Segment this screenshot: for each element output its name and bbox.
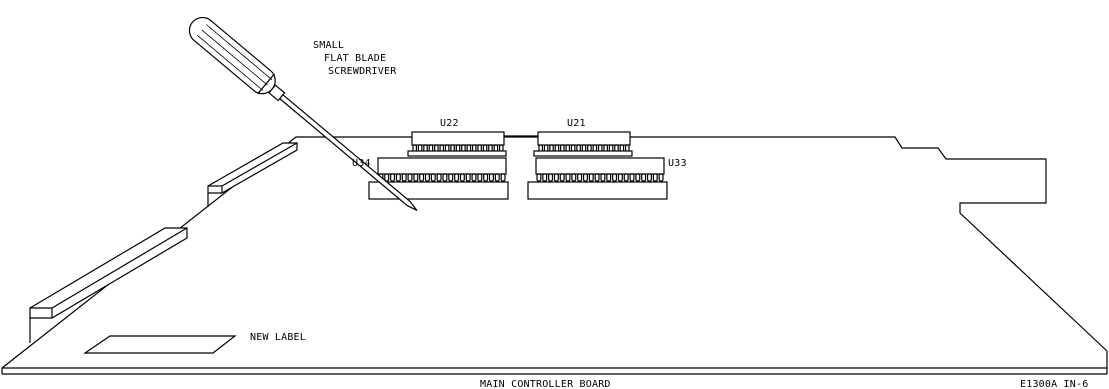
- chip-label-u22: U22: [440, 118, 459, 129]
- chip-pin: [612, 173, 618, 182]
- socket-u33: [527, 157, 668, 200]
- new-label-text: NEW LABEL: [250, 332, 306, 343]
- chip-pin: [553, 173, 559, 182]
- chip-label-u21: U21: [567, 118, 586, 129]
- chip-pin: [577, 173, 583, 182]
- chip-pin: [600, 173, 606, 182]
- chip-pin: [448, 173, 454, 182]
- chip-pin: [594, 173, 600, 182]
- chip-pin: [629, 173, 635, 182]
- chip-pin: [652, 173, 658, 182]
- connector-small: [207, 142, 298, 207]
- chip-pin: [536, 173, 542, 182]
- chip-pin: [635, 173, 641, 182]
- chip-pin: [465, 173, 471, 182]
- chip-pin: [459, 173, 465, 182]
- chip-u22: [407, 131, 507, 157]
- socket-u34: [368, 157, 509, 200]
- chip-pin: [477, 173, 483, 182]
- board-caption: MAIN CONTROLLER BOARD: [480, 379, 611, 389]
- tool-label-line3: SCREWDRIVER: [328, 66, 397, 77]
- chip-pin: [390, 173, 396, 182]
- chip-pin: [606, 173, 612, 182]
- chip-pin: [430, 173, 436, 182]
- chip-pin: [582, 173, 588, 182]
- chip-pin: [641, 173, 647, 182]
- chip-pin: [542, 173, 548, 182]
- chip-pin: [571, 173, 577, 182]
- chip-pin: [384, 173, 390, 182]
- chip-pin: [565, 173, 571, 182]
- chip-u21: [533, 131, 633, 157]
- chip-pin: [500, 173, 506, 182]
- chip-pin: [658, 173, 664, 182]
- main-controller-board: [1, 136, 1108, 375]
- connector-large: [29, 227, 188, 343]
- chip-pin: [413, 173, 419, 182]
- chip-pin: [442, 173, 448, 182]
- tool-label-line2: FLAT BLADE: [324, 53, 386, 64]
- chip-pin: [494, 173, 500, 182]
- chip-pin: [623, 173, 629, 182]
- chip-pin: [401, 173, 407, 182]
- chip-pin: [483, 173, 489, 182]
- chip-pin: [559, 173, 565, 182]
- chip-pin: [395, 173, 401, 182]
- chip-pin: [454, 173, 460, 182]
- figure-id: E1300A IN-6: [1020, 379, 1088, 389]
- chip-pin: [617, 173, 623, 182]
- labels: SMALL FLAT BLADE SCREWDRIVER U22 U21 U34…: [250, 40, 1088, 389]
- chip-pin: [646, 173, 652, 182]
- chip-pin: [407, 173, 413, 182]
- chip-pin: [424, 173, 430, 182]
- chip-pin: [471, 173, 477, 182]
- chip-pin: [588, 173, 594, 182]
- new-label-patch: [83, 335, 237, 354]
- chip-label-u34: U34: [352, 158, 371, 169]
- screwdriver: [188, 16, 418, 212]
- tool-label-line1: SMALL: [313, 40, 344, 51]
- chip-pin: [488, 173, 494, 182]
- chip-pin: [548, 173, 554, 182]
- chip-label-u33: U33: [668, 158, 687, 169]
- chip-pin: [436, 173, 442, 182]
- chip-pin: [419, 173, 425, 182]
